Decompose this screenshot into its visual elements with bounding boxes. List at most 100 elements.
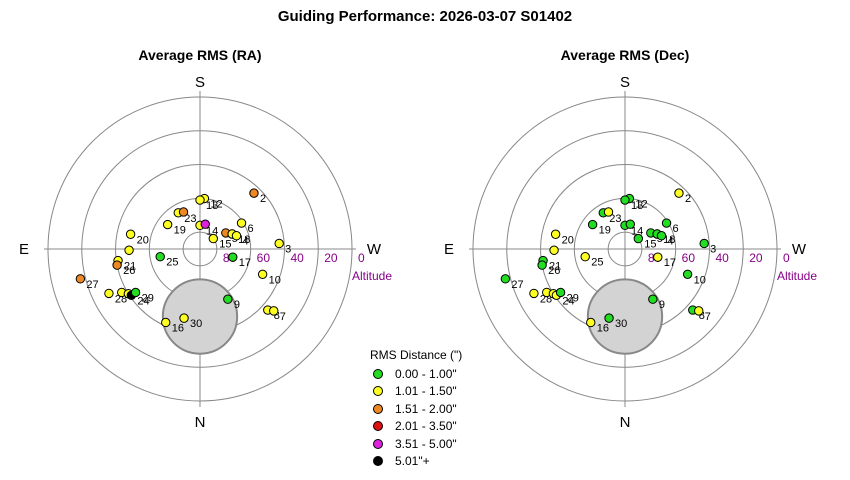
altitude-axis-label: Altitude [352,269,392,283]
point-label: 24 [562,295,574,307]
data-point [537,260,547,270]
point-label: 27 [86,279,98,291]
legend-label: 0.00 - 1.00" [395,366,457,381]
point-label: 21 [549,261,561,273]
legend-swatch [373,403,383,414]
legend-label: 2.01 - 3.50" [395,419,457,434]
compass-left-label: E [444,241,454,258]
data-point [604,313,614,323]
compass-right-label: W [367,241,382,258]
point-label: 9 [659,299,665,311]
data-point [555,287,566,298]
data-point [633,233,644,244]
point-label: 29 [142,292,154,304]
polar-plot-ra: Average RMS (RA)SNEW806040200Altitude142… [19,47,392,431]
compass-bottom-label: N [620,414,631,431]
altitude-tick-label: 20 [749,251,763,265]
data-point [648,294,658,304]
legend-swatch [373,438,383,449]
data-point [699,238,709,249]
legend-label: 5.01"+ [395,454,430,469]
data-point [274,238,284,249]
altitude-tick-label: 60 [682,251,696,265]
data-point [125,229,136,239]
sun-exclusion-disc [586,278,664,355]
data-point [269,306,279,316]
legend-swatch [373,368,383,379]
point-label: 16 [172,322,184,334]
data-point [694,306,704,316]
point-label: 23 [184,213,196,225]
point-label: 30 [615,318,627,330]
point-label: 6 [248,223,254,235]
point-label: 29 [567,292,579,304]
data-point [200,219,210,229]
point-label: 2 [685,193,691,205]
data-point [529,288,539,299]
point-label: 12 [635,199,647,211]
legend-swatch [373,386,383,397]
legend-item: 1.01 - 1.50" [370,383,462,401]
point-label: 15 [644,239,656,251]
legend-item: 0.00 - 1.00" [370,365,462,383]
data-point [620,195,630,205]
altitude-tick-label: 0 [783,251,790,265]
sun-exclusion-disc [161,278,239,355]
point-label: 10 [694,274,706,286]
point-label: 21 [124,261,136,273]
altitude-tick-label: 20 [324,251,338,265]
altitude-axis-label: Altitude [777,269,817,283]
data-point [500,274,511,284]
data-point [104,288,114,299]
data-point [603,207,614,217]
point-label: 4 [668,236,674,248]
point-label: 3 [285,243,291,255]
data-point [195,195,205,205]
data-point [231,231,242,241]
data-point [130,287,141,298]
point-label: 4 [243,236,249,248]
altitude-tick-label: 0 [358,251,365,265]
data-point [257,269,268,280]
polar-plot-dec: Average RMS (Dec)SNEW806040200Altitude14… [444,47,817,431]
point-label: 23 [609,213,621,225]
data-point [155,252,165,262]
legend-item: 1.51 - 2.00" [370,400,462,418]
point-label: 17 [664,257,676,269]
legend-swatch [373,421,383,432]
compass-left-label: E [19,241,29,258]
data-point [112,260,122,270]
legend-swatch [373,456,383,467]
point-label: 26 [123,265,135,277]
point-label: 9 [234,299,240,311]
data-point [249,188,259,198]
point-label: 25 [591,257,603,269]
point-label: 16 [597,322,609,334]
point-label: 20 [562,234,574,246]
point-label: 26 [548,265,560,277]
altitude-tick-label: 60 [257,251,271,265]
point-label: 15 [219,239,231,251]
data-point [162,219,173,230]
data-point [674,188,684,198]
data-point [161,317,171,328]
point-label: 30 [190,318,202,330]
data-point [223,294,233,304]
point-label: 12 [210,199,222,211]
data-point [124,245,134,255]
data-point [178,207,189,217]
legend: RMS Distance (") 0.00 - 1.00"1.01 - 1.50… [370,348,462,470]
data-point [550,229,561,239]
compass-top-label: S [195,74,205,91]
point-label: 25 [166,257,178,269]
altitude-tick-label: 40 [715,251,729,265]
legend-item: 3.51 - 5.00" [370,435,462,453]
data-point [236,218,247,228]
data-point [587,219,598,230]
data-point [653,252,663,262]
point-label: 19 [599,225,611,237]
legend-item: 2.01 - 3.50" [370,418,462,436]
legend-label: 1.51 - 2.00" [395,401,457,416]
data-point [179,313,189,323]
data-point [656,231,667,241]
